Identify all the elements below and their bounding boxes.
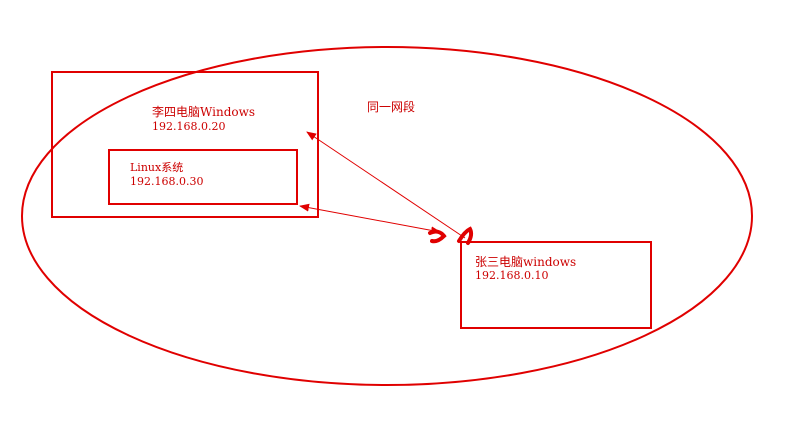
hand-drawn-arrow-mark <box>428 229 447 244</box>
zhangsan-computer-name: 张三电脑windows <box>475 255 577 269</box>
linux-system-ip: 192.168.0.30 <box>130 175 204 188</box>
lisi-computer-box <box>51 71 319 218</box>
network-segment-label: 同一网段 <box>367 100 416 114</box>
arrow-zhangsan-linux <box>299 203 441 235</box>
lisi-computer-name: 李四电脑Windows <box>152 105 256 119</box>
zhangsan-computer-box <box>460 241 652 329</box>
zhangsan-computer-ip: 192.168.0.10 <box>475 269 549 282</box>
lisi-computer-ip: 192.168.0.20 <box>152 120 226 133</box>
hand-drawn-arrow-mark-2 <box>457 226 474 245</box>
linux-system-name: Linux系统 <box>130 161 184 174</box>
linux-system-box <box>108 149 298 205</box>
network-segment-ellipse <box>21 46 753 386</box>
